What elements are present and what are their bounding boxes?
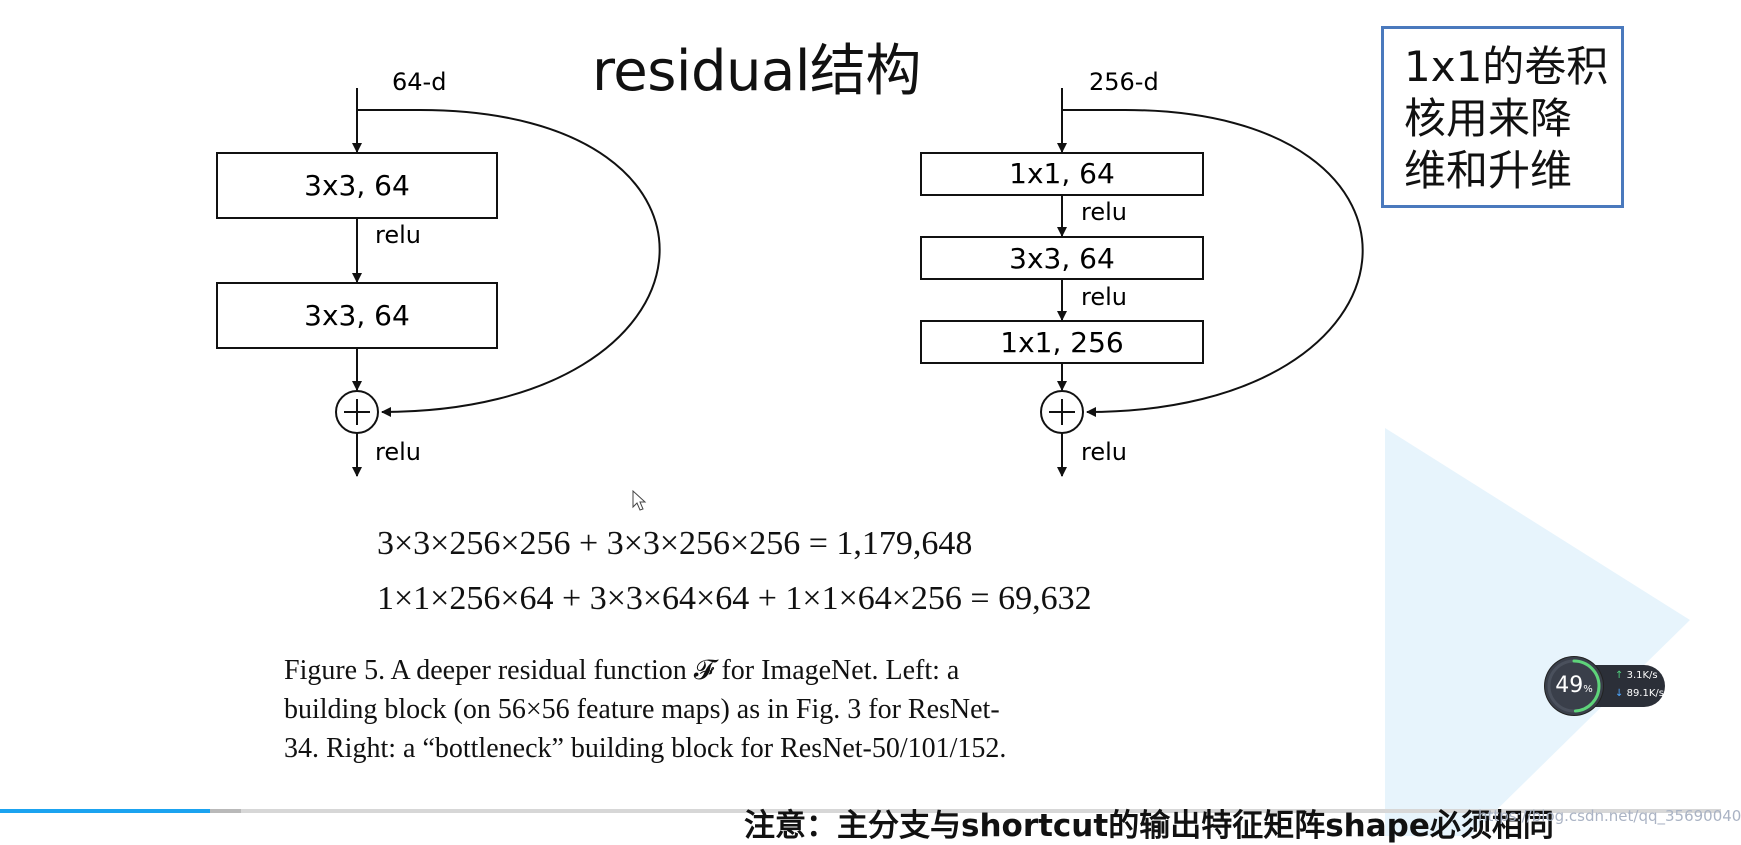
right-bottleneck-block: 256-d 1x1, 64 relu 3x3, 64 relu 1x1, 256… — [920, 68, 1364, 477]
usage-gauge: 49% — [1545, 657, 1603, 715]
right-relu-label-1: relu — [1081, 198, 1127, 226]
slide: residual结构 1x1的卷积 核用来降 维和升维 64-d 3x3, 64… — [0, 26, 1741, 844]
caption-line-3: 34. Right: a “bottleneck” building block… — [284, 733, 1007, 764]
right-relu-label-2: relu — [1081, 283, 1127, 311]
residual-diagram: 64-d 3x3, 64 relu 3x3, 64 relu 256-d 1x1… — [216, 68, 1364, 477]
progress-fill — [0, 809, 210, 813]
right-layer-label-1: 1x1, 64 — [1009, 157, 1115, 190]
arrow-down-icon: ↓ — [1615, 688, 1624, 699]
net-speed-widget[interactable]: 49% ↑ 3.1K/s ↓ 89.1K/s — [1545, 657, 1665, 715]
arrow-up-icon: ↑ — [1615, 670, 1624, 681]
slide-title: residual结构 — [592, 39, 921, 104]
figure-caption: Figure 5. A deeper residual function 𝓕 f… — [284, 651, 1144, 768]
left-building-block: 64-d 3x3, 64 relu 3x3, 64 relu — [216, 68, 661, 477]
right-layer-label-3: 1x1, 256 — [1000, 326, 1123, 359]
mouse-cursor-icon — [632, 489, 647, 511]
caption-line-1: Figure 5. A deeper residual function 𝓕 f… — [284, 655, 960, 686]
video-progress-bar[interactable] — [0, 809, 1721, 813]
usage-percent: 49% — [1555, 673, 1593, 698]
right-layer-label-2: 3x3, 64 — [1009, 242, 1115, 275]
left-relu-label-2: relu — [375, 438, 421, 466]
right-shortcut-curve — [1062, 109, 1364, 417]
left-layer-box-2 — [216, 282, 498, 349]
right-relu-label-3: relu — [1081, 438, 1127, 466]
watermark: https://blog.csdn.net/qq_35690040 — [1478, 807, 1741, 825]
left-layer-label-1: 3x3, 64 — [304, 169, 410, 202]
right-layer-box-3 — [920, 320, 1204, 364]
left-shortcut-curve — [357, 109, 661, 417]
right-layer-box-2 — [920, 236, 1204, 280]
left-relu-label-1: relu — [375, 221, 421, 249]
gauge-ring-icon — [1547, 659, 1601, 713]
right-input-label: 256-d — [1089, 68, 1159, 96]
equation-1: 3×3×256×256 + 3×3×256×256 = 1,179,648 — [377, 525, 973, 562]
left-layer-box-1 — [216, 152, 498, 219]
caption-line-2: building block (on 56×56 feature maps) a… — [284, 694, 1000, 725]
video-subtitle: 注意：主分支与shortcut的输出特征矩阵shape必须相同 — [744, 808, 1554, 844]
download-speed: ↓ 89.1K/s — [1615, 688, 1664, 699]
left-layer-label-2: 3x3, 64 — [304, 299, 410, 332]
equation-2: 1×1×256×64 + 3×3×64×64 + 1×1×64×256 = 69… — [377, 580, 1092, 617]
left-input-label: 64-d — [392, 68, 446, 96]
upload-speed: ↑ 3.1K/s — [1615, 670, 1658, 681]
note-box: 1x1的卷积 核用来降 维和升维 — [1381, 26, 1624, 208]
